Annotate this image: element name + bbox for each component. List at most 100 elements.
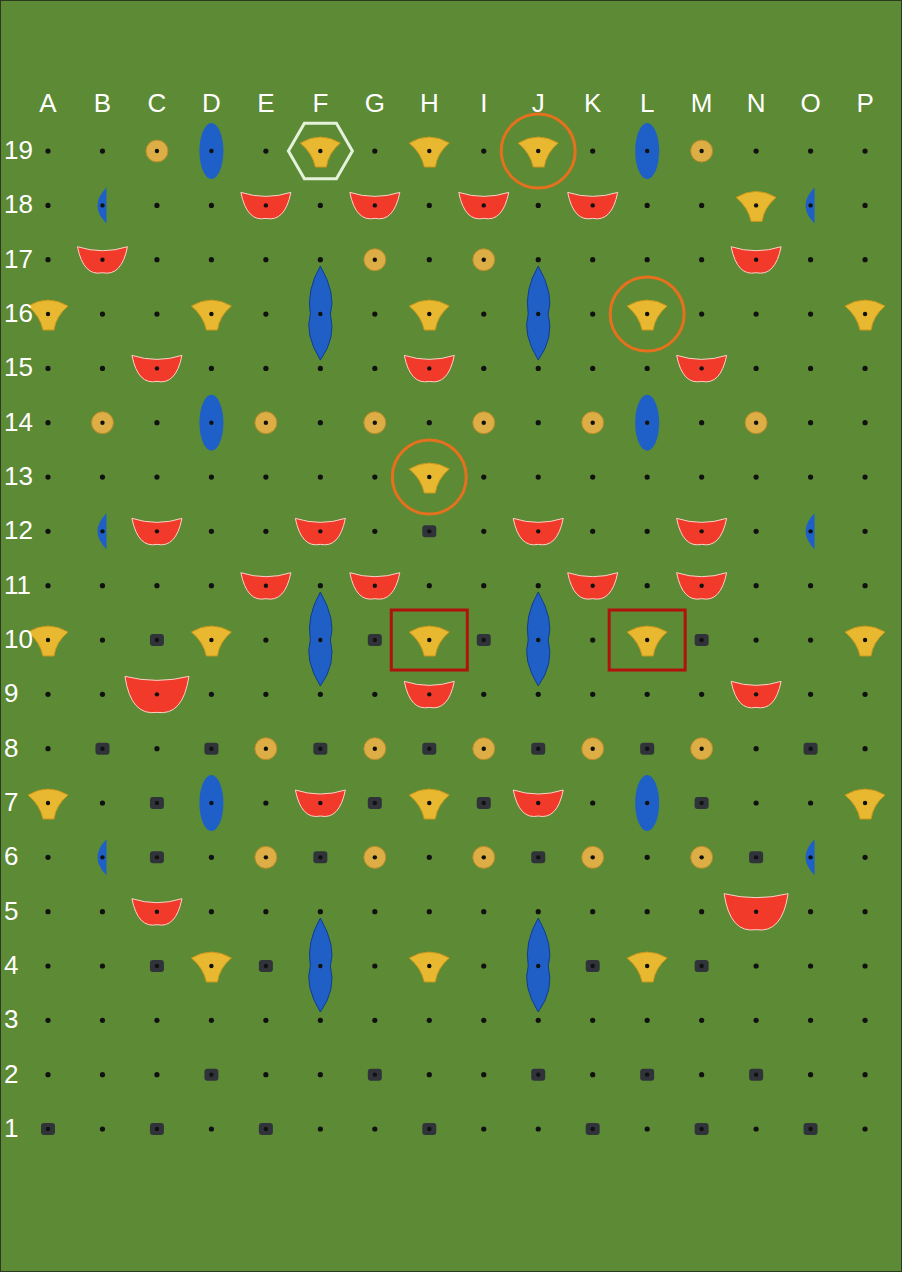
bolt-hole — [699, 638, 703, 642]
bolt-hole — [482, 203, 486, 207]
grid-dot — [862, 583, 867, 588]
row-number: 1 — [4, 1113, 18, 1143]
grid-dot — [754, 529, 759, 534]
foot-hold — [150, 1123, 164, 1135]
bolt-hole — [264, 964, 268, 968]
pinch-hold — [199, 775, 223, 831]
grid-dot — [100, 311, 105, 316]
bolt-hole — [373, 801, 377, 805]
jug-hold — [627, 300, 667, 330]
bolt-hole — [645, 149, 649, 153]
foot-hold — [41, 1123, 55, 1135]
bolt-hole — [699, 964, 703, 968]
grid-dot — [154, 257, 159, 262]
row-number: 9 — [4, 678, 18, 708]
crimp-hold — [473, 412, 495, 434]
grid-dot — [754, 800, 759, 805]
finish-marker — [609, 610, 685, 670]
grid-dot — [318, 909, 323, 914]
grid-dot — [427, 855, 432, 860]
bolt-hole — [591, 584, 595, 588]
jug-hold — [409, 789, 449, 819]
foot-hold — [586, 960, 600, 972]
grid-dot — [45, 1072, 50, 1077]
bolt-hole — [100, 258, 104, 262]
grid-dot — [427, 1072, 432, 1077]
crimp-hold — [473, 249, 495, 271]
column-letter: L — [640, 88, 654, 118]
grid-dot — [645, 474, 650, 479]
bolt-hole — [591, 1127, 595, 1131]
grid-dot — [862, 366, 867, 371]
grid-dot — [862, 963, 867, 968]
foot-hold — [368, 1069, 382, 1081]
grid-dot — [862, 1126, 867, 1131]
pinch-hold — [635, 395, 659, 451]
grid-dot — [263, 366, 268, 371]
grid-dot — [536, 909, 541, 914]
grid-dot — [862, 1018, 867, 1023]
bolt-hole — [318, 312, 322, 316]
column-letter: C — [148, 88, 167, 118]
jug-hold — [409, 626, 449, 656]
sloper-hold — [241, 192, 291, 218]
sloper-hold — [513, 790, 563, 816]
grid-dot — [154, 311, 159, 316]
row-number: 17 — [4, 244, 33, 274]
bolt-hole — [645, 421, 649, 425]
bolt-hole — [427, 366, 431, 370]
bolt-hole — [318, 529, 322, 533]
grid-dot — [372, 692, 377, 697]
row-number: 3 — [4, 1004, 18, 1034]
sloper-hold — [677, 573, 727, 599]
bolt-hole — [373, 203, 377, 207]
edge-hold — [97, 187, 106, 223]
grid-dot — [100, 800, 105, 805]
bolt-hole — [699, 149, 703, 153]
grid-dot — [590, 1018, 595, 1023]
grid-dot — [263, 529, 268, 534]
grid-dot — [154, 1072, 159, 1077]
row-number: 13 — [4, 461, 33, 491]
grid-dot — [808, 583, 813, 588]
grid-dot — [481, 1018, 486, 1023]
bolt-hole — [373, 584, 377, 588]
bolt-hole — [46, 638, 50, 642]
grid-dot — [862, 1072, 867, 1077]
grid-dot — [263, 257, 268, 262]
sloper-hold — [241, 573, 291, 599]
grid-dot — [645, 909, 650, 914]
grid-dot — [536, 420, 541, 425]
foot-hold — [150, 960, 164, 972]
column-letter: A — [39, 88, 56, 118]
grid-dot — [100, 909, 105, 914]
grid-dot — [100, 1018, 105, 1023]
bolt-hole — [209, 964, 213, 968]
grid-dot — [590, 800, 595, 805]
jug-hold — [191, 300, 231, 330]
crimp-hold — [691, 846, 713, 868]
bolt-hole — [645, 964, 649, 968]
grid-dot — [209, 257, 214, 262]
rail-hold — [527, 918, 550, 1012]
grid-dot — [45, 583, 50, 588]
grid-dot — [590, 148, 595, 153]
grid-dot — [100, 148, 105, 153]
pinch-hold — [199, 123, 223, 179]
grid-dot — [590, 529, 595, 534]
grid-dot — [862, 474, 867, 479]
grid-dot — [699, 474, 704, 479]
grid-dot — [100, 637, 105, 642]
grid-dot — [263, 909, 268, 914]
grid-dot — [808, 366, 813, 371]
column-letter: H — [420, 88, 439, 118]
grid-dot — [318, 420, 323, 425]
column-letter: P — [856, 88, 873, 118]
column-letter: E — [257, 88, 274, 118]
grid-dot — [45, 746, 50, 751]
bolt-hole — [373, 421, 377, 425]
grid-dot — [590, 366, 595, 371]
grid-dot — [427, 583, 432, 588]
grid-dot — [318, 1018, 323, 1023]
